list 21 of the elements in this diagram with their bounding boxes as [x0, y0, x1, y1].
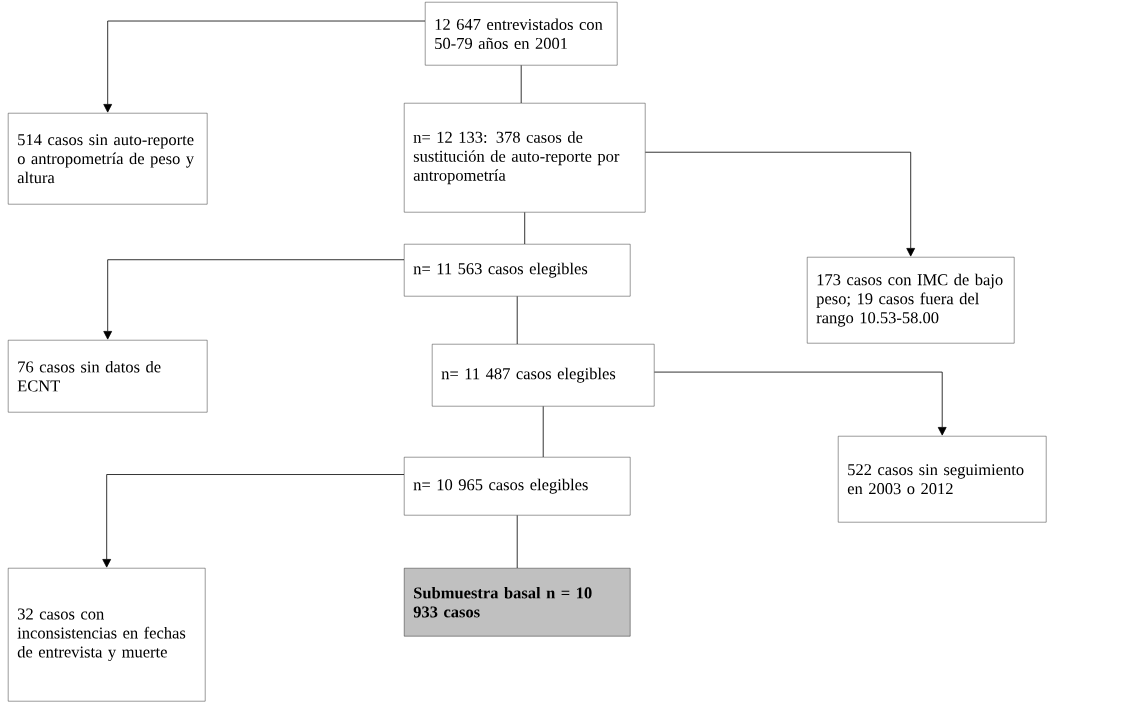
flow-box: 514 casos sin auto-reporte o antropometría de peso y altura: [8, 113, 208, 205]
flow-box: n= 12 133: 378 casos de sustitución de auto-reporte por antropometría: [404, 103, 646, 213]
flow-box: n= 11 563 casos elegibles: [404, 244, 631, 297]
connector-line: [520, 65, 522, 104]
flow-box: Submuestra basal n = 10 933 casos: [404, 568, 631, 637]
arrow: [103, 20, 426, 113]
connector-line: [524, 212, 526, 245]
flow-box: 522 casos sin seguimiento en 2003 o 2012: [838, 436, 1047, 523]
flow-box: n= 11 487 casos elegibles: [432, 344, 655, 407]
arrow: [102, 474, 405, 568]
connector-line: [542, 406, 544, 458]
flow-box: 76 casos sin datos de ECNT: [8, 340, 208, 413]
arrow: [645, 151, 916, 257]
connector-line: [516, 296, 518, 345]
arrow: [654, 371, 947, 436]
flow-box: 173 casos con IMC de bajo peso; 19 casos fuera del rango 10.53-58.00: [807, 257, 1015, 344]
flow-box: 32 casos con inconsistencias en fechas de entrevista y muerte: [8, 568, 206, 702]
arrow: [103, 259, 405, 340]
flow-box: n= 10 965 casos elegibles: [404, 457, 631, 516]
connector-line: [516, 515, 518, 569]
flow-box: 12 647 entrevistados con 50-79 años en 2001: [425, 2, 618, 66]
